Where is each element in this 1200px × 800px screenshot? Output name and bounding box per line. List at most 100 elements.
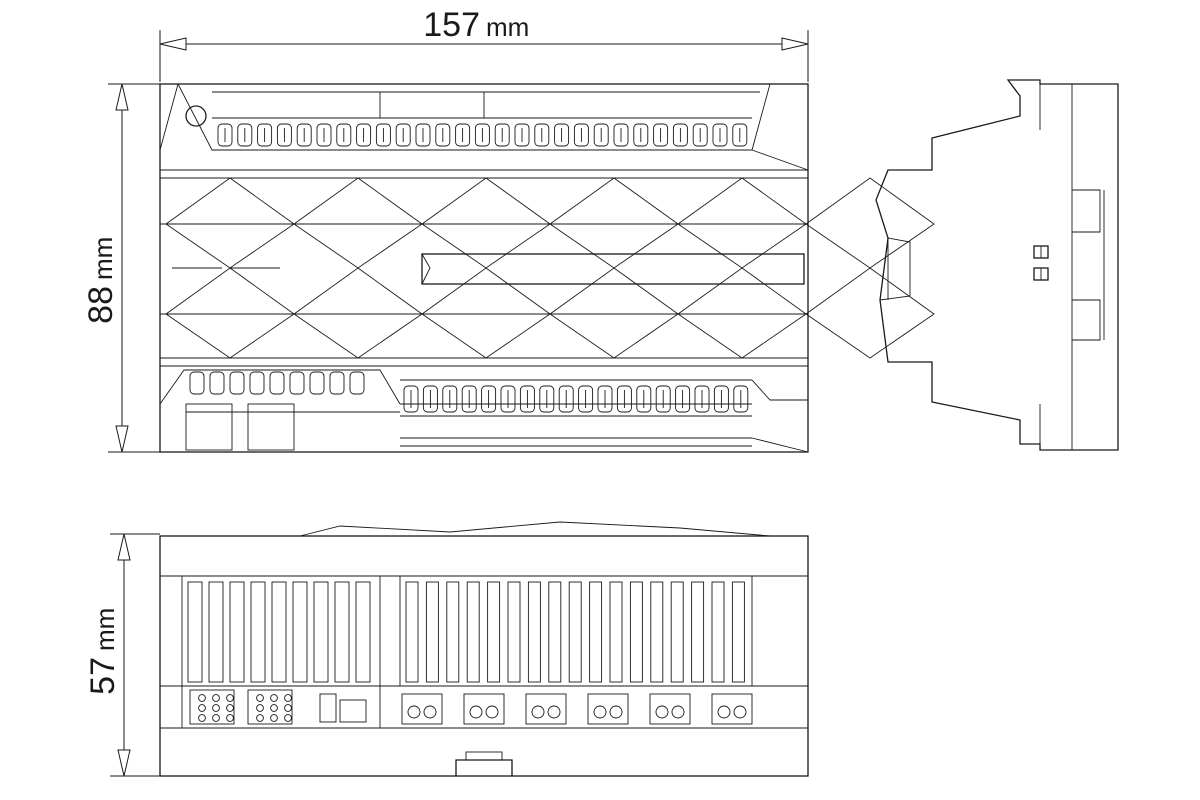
panel-pattern	[165, 177, 295, 269]
terminal-screw-icon	[597, 385, 613, 413]
terminal-screw-icon	[217, 123, 233, 147]
pin	[198, 694, 206, 702]
terminal-screw-icon	[461, 385, 477, 413]
terminal-screw-icon	[395, 123, 411, 147]
panel-pattern	[677, 267, 807, 359]
terminal-screw-icon	[249, 371, 265, 395]
terminal-screw-icon	[531, 705, 545, 719]
cooling-fin	[355, 581, 371, 683]
terminal-screw-icon	[356, 123, 372, 147]
terminal-screw-icon	[415, 123, 431, 147]
pin	[198, 704, 206, 712]
cooling-fin	[548, 581, 562, 683]
pin	[284, 704, 292, 712]
panel-pattern	[421, 267, 551, 359]
terminal-screw-icon	[692, 123, 708, 147]
cooling-fin	[507, 581, 521, 683]
terminal-screw-icon	[717, 705, 731, 719]
panel-pattern	[293, 267, 423, 359]
terminal-screw-icon	[732, 123, 748, 147]
label-window	[421, 253, 805, 285]
cooling-fin	[650, 581, 664, 683]
terminal-screw-icon	[455, 123, 471, 147]
mounting-screw-icon	[185, 105, 207, 127]
cooling-fin	[292, 581, 308, 683]
width-dimension: 157 mm	[159, 6, 809, 82]
cooling-fin	[629, 581, 643, 683]
terminal-screw-icon	[442, 385, 458, 413]
panel-pattern	[805, 177, 935, 269]
terminal-screw-icon	[474, 123, 490, 147]
cooling-fin	[313, 581, 329, 683]
cooling-fin	[711, 581, 725, 683]
terminal-screw-icon	[534, 123, 550, 147]
pin	[212, 704, 220, 712]
terminal-screw-icon	[593, 705, 607, 719]
pin	[270, 714, 278, 722]
terminal-screw-icon	[616, 385, 632, 413]
terminal-screw-icon	[269, 371, 285, 395]
cooling-fin	[405, 581, 419, 683]
pin	[212, 694, 220, 702]
terminal-screw-icon	[573, 123, 589, 147]
pin	[270, 704, 278, 712]
terminal-screw-icon	[257, 123, 273, 147]
pin	[284, 714, 292, 722]
terminal-screw-icon	[500, 385, 516, 413]
cooling-fin	[334, 581, 350, 683]
top-view	[159, 521, 809, 777]
output-terminal	[587, 693, 629, 725]
output-terminal	[711, 693, 753, 725]
terminal-screw-icon	[593, 123, 609, 147]
terminal-screw-icon	[329, 371, 345, 395]
terminal-screw-icon	[316, 123, 332, 147]
terminal-screw-icon	[229, 371, 245, 395]
cooling-fin	[208, 581, 224, 683]
terminal-screw-icon	[349, 371, 365, 395]
pin	[256, 694, 264, 702]
terminal-screw-icon	[554, 123, 570, 147]
terminal-screw-icon	[733, 705, 747, 719]
output-terminal	[649, 693, 691, 725]
terminal-screw-icon	[675, 385, 691, 413]
depth-unit: mm	[90, 608, 120, 651]
terminal-screw-icon	[578, 385, 594, 413]
terminal-screw-icon	[494, 123, 510, 147]
terminal-screw-icon	[276, 123, 292, 147]
terminal-screw-icon	[336, 123, 352, 147]
cooling-fin	[271, 581, 287, 683]
depth-value: 57	[84, 657, 122, 695]
panel-pattern	[165, 267, 295, 359]
terminal-screw-icon	[653, 123, 669, 147]
bottom-terminal-block	[159, 369, 809, 453]
pin	[226, 714, 234, 722]
terminal-screw-icon	[655, 705, 669, 719]
terminal-screw-icon	[309, 371, 325, 395]
height-value: 88	[82, 286, 120, 324]
cooling-fin	[670, 581, 684, 683]
panel-pattern	[293, 177, 423, 269]
pin	[226, 694, 234, 702]
terminal-screw-icon	[613, 123, 629, 147]
pin	[270, 694, 278, 702]
front-panel	[160, 177, 935, 367]
pin	[256, 704, 264, 712]
terminal-screw-icon	[636, 385, 652, 413]
pin	[284, 694, 292, 702]
terminal-screw-icon	[633, 123, 649, 147]
terminal-screw-icon	[189, 371, 205, 395]
connector-socket	[185, 403, 233, 451]
front-view	[159, 83, 935, 453]
terminal-screw-icon	[671, 705, 685, 719]
terminal-screw-icon	[694, 385, 710, 413]
side-view	[875, 79, 1119, 451]
terminal-screw-icon	[407, 705, 421, 719]
cooling-fin	[446, 581, 460, 683]
cooling-fin	[527, 581, 541, 683]
cooling-fin	[250, 581, 266, 683]
terminal-screw-icon	[289, 371, 305, 395]
terminal-screw-icon	[655, 385, 671, 413]
height-unit: mm	[88, 237, 118, 280]
width-value: 157	[423, 6, 480, 44]
